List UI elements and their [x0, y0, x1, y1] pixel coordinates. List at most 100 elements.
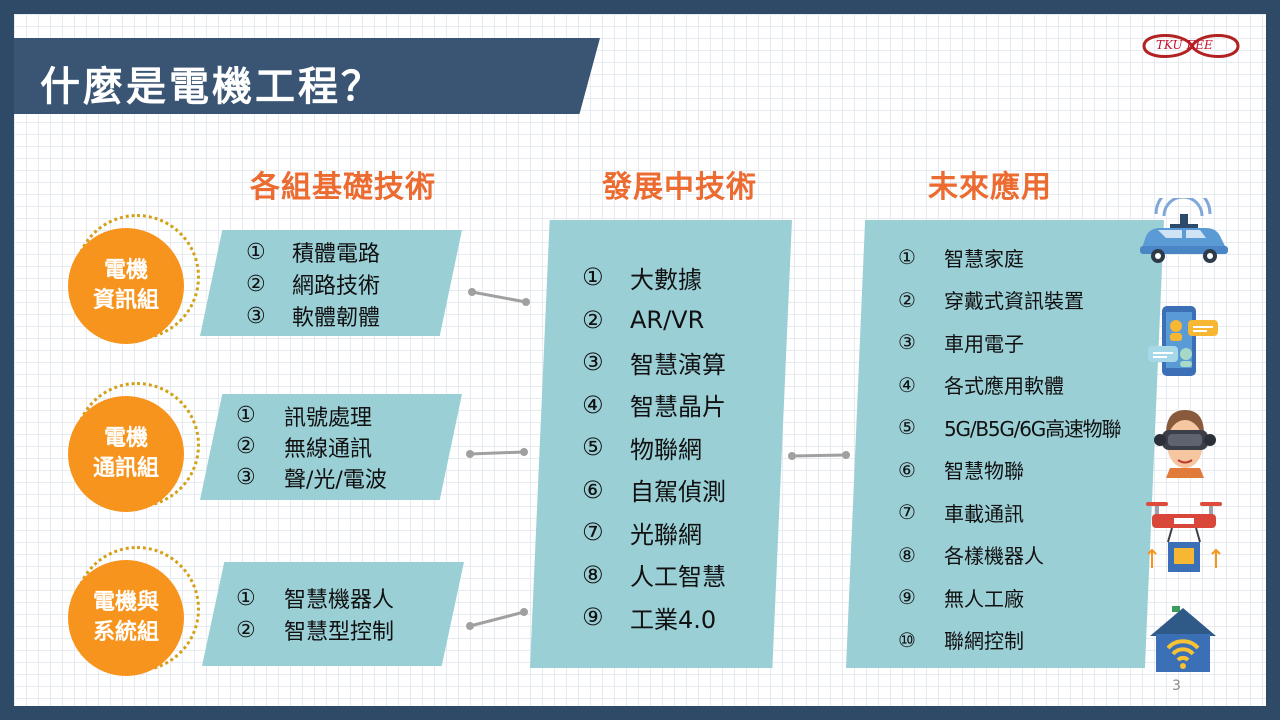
item-number: ② — [236, 617, 256, 643]
item-number: ① — [246, 239, 266, 265]
vr-headset-icon — [1154, 410, 1216, 478]
connector-info — [468, 288, 530, 306]
list-item: ③ 智慧演算 — [582, 341, 726, 384]
item-number: ⑤ — [898, 415, 916, 440]
item-number: ① — [898, 245, 916, 270]
item-number: ③ — [246, 303, 266, 329]
item-text: 各樣機器人 — [944, 544, 1044, 569]
item-text: AR/VR — [630, 305, 705, 334]
item-number: ④ — [898, 372, 916, 397]
item-number: ⑥ — [582, 475, 604, 504]
connector-developing-future — [788, 451, 850, 460]
item-number: ⑤ — [582, 433, 604, 462]
item-number: ⑦ — [898, 500, 916, 525]
header-basic-tech: 各組基礎技術 — [250, 170, 436, 205]
header-developing-tech: 發展中技術 — [602, 170, 757, 205]
item-number: ① — [236, 585, 256, 611]
list-item: ② 穿戴式資訊裝置 — [898, 279, 1120, 322]
item-number: ③ — [898, 330, 916, 355]
item-number: ⑨ — [582, 603, 604, 632]
group-list-system: ① 智慧機器人 ② 智慧型控制 — [236, 582, 394, 646]
item-text: 光聯網 — [630, 520, 702, 549]
list-item: ⑦ 車載通訊 — [898, 491, 1120, 534]
group-circle-comm: 電機 通訊組 — [68, 396, 184, 512]
item-number: ③ — [236, 465, 256, 490]
connector-system — [466, 608, 528, 630]
list-item: ⑦ 光聯網 — [582, 511, 726, 554]
list-item: ② AR/VR — [582, 299, 726, 342]
item-text: 車載通訊 — [944, 501, 1024, 526]
connector-comm — [466, 448, 528, 458]
item-text: 智慧晶片 — [630, 393, 726, 422]
item-text: 智慧物聯 — [944, 459, 1024, 484]
item-text: 自駕偵測 — [630, 478, 726, 507]
item-number: ⑥ — [898, 457, 916, 482]
list-item: ⑨ 工業4.0 — [582, 596, 726, 639]
item-number: ⑩ — [898, 627, 916, 652]
group-name-line1: 電機 — [103, 258, 148, 284]
item-number: ④ — [582, 390, 604, 419]
item-number: ⑨ — [898, 585, 916, 610]
item-text: 智慧型控制 — [284, 620, 395, 645]
page-title: 什麼是電機工程？ — [40, 64, 384, 110]
list-item: ① 訊號處理 — [236, 400, 387, 431]
group-name-line2: 系統組 — [92, 620, 159, 645]
item-number: ① — [236, 403, 256, 428]
chat-phone-icon — [1148, 306, 1218, 376]
group-name-line2: 通訊組 — [92, 456, 159, 481]
list-item: ④ 智慧晶片 — [582, 384, 726, 427]
group-name-line1: 電機與 — [92, 590, 159, 616]
item-text: 智慧機器人 — [284, 588, 395, 613]
item-text: 智慧家庭 — [944, 246, 1024, 271]
list-item: ② 無線通訊 — [236, 431, 387, 462]
item-number: ② — [582, 305, 604, 334]
developing-panel — [530, 220, 792, 668]
item-text: 聲/光/電波 — [284, 467, 387, 493]
page-number: 3 — [1172, 678, 1181, 694]
header-future-apps: 未來應用 — [928, 170, 1052, 205]
group-panel-system — [202, 562, 464, 666]
item-number: ⑧ — [582, 560, 604, 589]
item-number: ② — [236, 434, 256, 459]
group-circle-system: 電機與 系統組 — [68, 560, 184, 676]
item-text: 積體電路 — [292, 242, 381, 267]
list-item: ① 智慧家庭 — [898, 236, 1120, 279]
group-name-line1: 電機 — [103, 426, 148, 452]
smart-car-icon — [1140, 198, 1228, 263]
group-panel-info — [200, 230, 462, 336]
item-number: ③ — [582, 348, 604, 377]
delivery-drone-icon — [1146, 502, 1222, 572]
list-item: ① 積體電路 — [246, 236, 380, 268]
list-item: ③ 車用電子 — [898, 321, 1120, 364]
item-text: 5G/B5G/6G高速物聯 — [944, 416, 1121, 441]
item-text: 智慧演算 — [630, 350, 726, 379]
smart-home-wifi-icon — [1150, 606, 1216, 672]
item-number: ② — [246, 271, 266, 297]
item-text: 大數據 — [630, 265, 702, 294]
item-text: 無線通訊 — [284, 436, 373, 462]
item-number: ⑦ — [582, 518, 604, 547]
item-text: 穿戴式資訊裝置 — [944, 289, 1084, 314]
item-text: 工業4.0 — [630, 605, 717, 634]
list-item: ⑧ 人工智慧 — [582, 554, 726, 597]
item-number: ② — [898, 287, 916, 312]
list-item: ⑩ 聯網控制 — [898, 619, 1120, 662]
tku-eee-logo: TKU EEE — [1142, 34, 1240, 58]
list-item: ② 智慧型控制 — [236, 614, 394, 646]
group-list-comm: ① 訊號處理 ② 無線通訊 ③ 聲/光/電波 — [236, 400, 387, 493]
item-text: 訊號處理 — [284, 405, 373, 431]
item-text: 車用電子 — [944, 331, 1024, 356]
item-text: 聯網控制 — [944, 629, 1024, 654]
item-text: 人工智慧 — [630, 563, 726, 592]
list-item: ⑥ 自駕偵測 — [582, 469, 726, 512]
